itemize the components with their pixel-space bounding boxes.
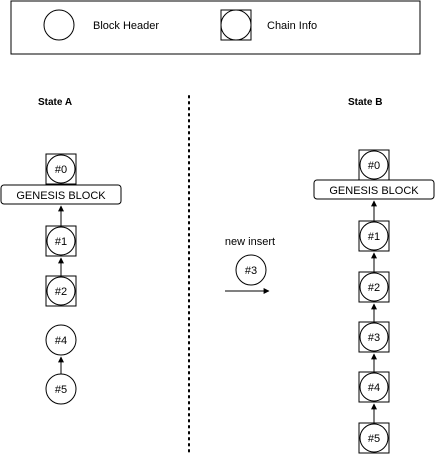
- inserted-block-label: #3: [245, 265, 257, 277]
- new-insert-label: new insert: [225, 236, 275, 248]
- state-a-chain: #0 GENESIS BLOCK #1 #2 #4 #5: [0, 153, 122, 405]
- block-header-circle: [359, 423, 389, 453]
- genesis-block-box: [313, 179, 435, 200]
- block-header-circle: [46, 154, 76, 184]
- genesis-block-box: [0, 184, 122, 205]
- block-label: #3: [368, 332, 380, 344]
- block-label: #2: [55, 286, 67, 298]
- block-header-circle: [359, 150, 389, 180]
- genesis-block-label: GENESIS BLOCK: [16, 190, 106, 202]
- block-header-circle: [46, 276, 76, 306]
- block-header-circle: [359, 221, 389, 251]
- legend-box: [10, 0, 421, 55]
- genesis-block-label: GENESIS BLOCK: [329, 185, 419, 197]
- legend-chain-info-label: Chain Info: [267, 20, 317, 32]
- block-label: #0: [55, 164, 67, 176]
- block-label: #2: [368, 282, 380, 294]
- block-label: #1: [55, 236, 67, 248]
- legend-block-header-label: Block Header: [93, 20, 159, 32]
- block-header-circle: [46, 226, 76, 256]
- legend: Block Header Chain Info: [10, 0, 421, 55]
- state-b-title: State B: [348, 97, 382, 108]
- block-header-circle: [359, 272, 389, 302]
- block-label: #5: [55, 384, 67, 396]
- block-header-circle: [359, 322, 389, 352]
- block-label: #4: [55, 335, 67, 347]
- state-a-title: State A: [38, 97, 72, 108]
- legend-chain-info-circle-icon: [220, 9, 252, 41]
- block-label: #0: [368, 160, 380, 172]
- inserted-block-header-circle: [235, 254, 267, 286]
- block-header-circle: [45, 373, 77, 405]
- insert-group: new insert #3: [225, 236, 275, 294]
- block-label: #4: [368, 382, 380, 394]
- block-label: #5: [368, 433, 380, 445]
- legend-block-header-icon: [43, 9, 75, 41]
- state-b-chain: #0 GENESIS BLOCK #1 #2 #3 #4 #: [313, 149, 435, 454]
- block-label: #1: [368, 231, 380, 243]
- block-header-circle: [359, 372, 389, 402]
- block-header-circle: [45, 324, 77, 356]
